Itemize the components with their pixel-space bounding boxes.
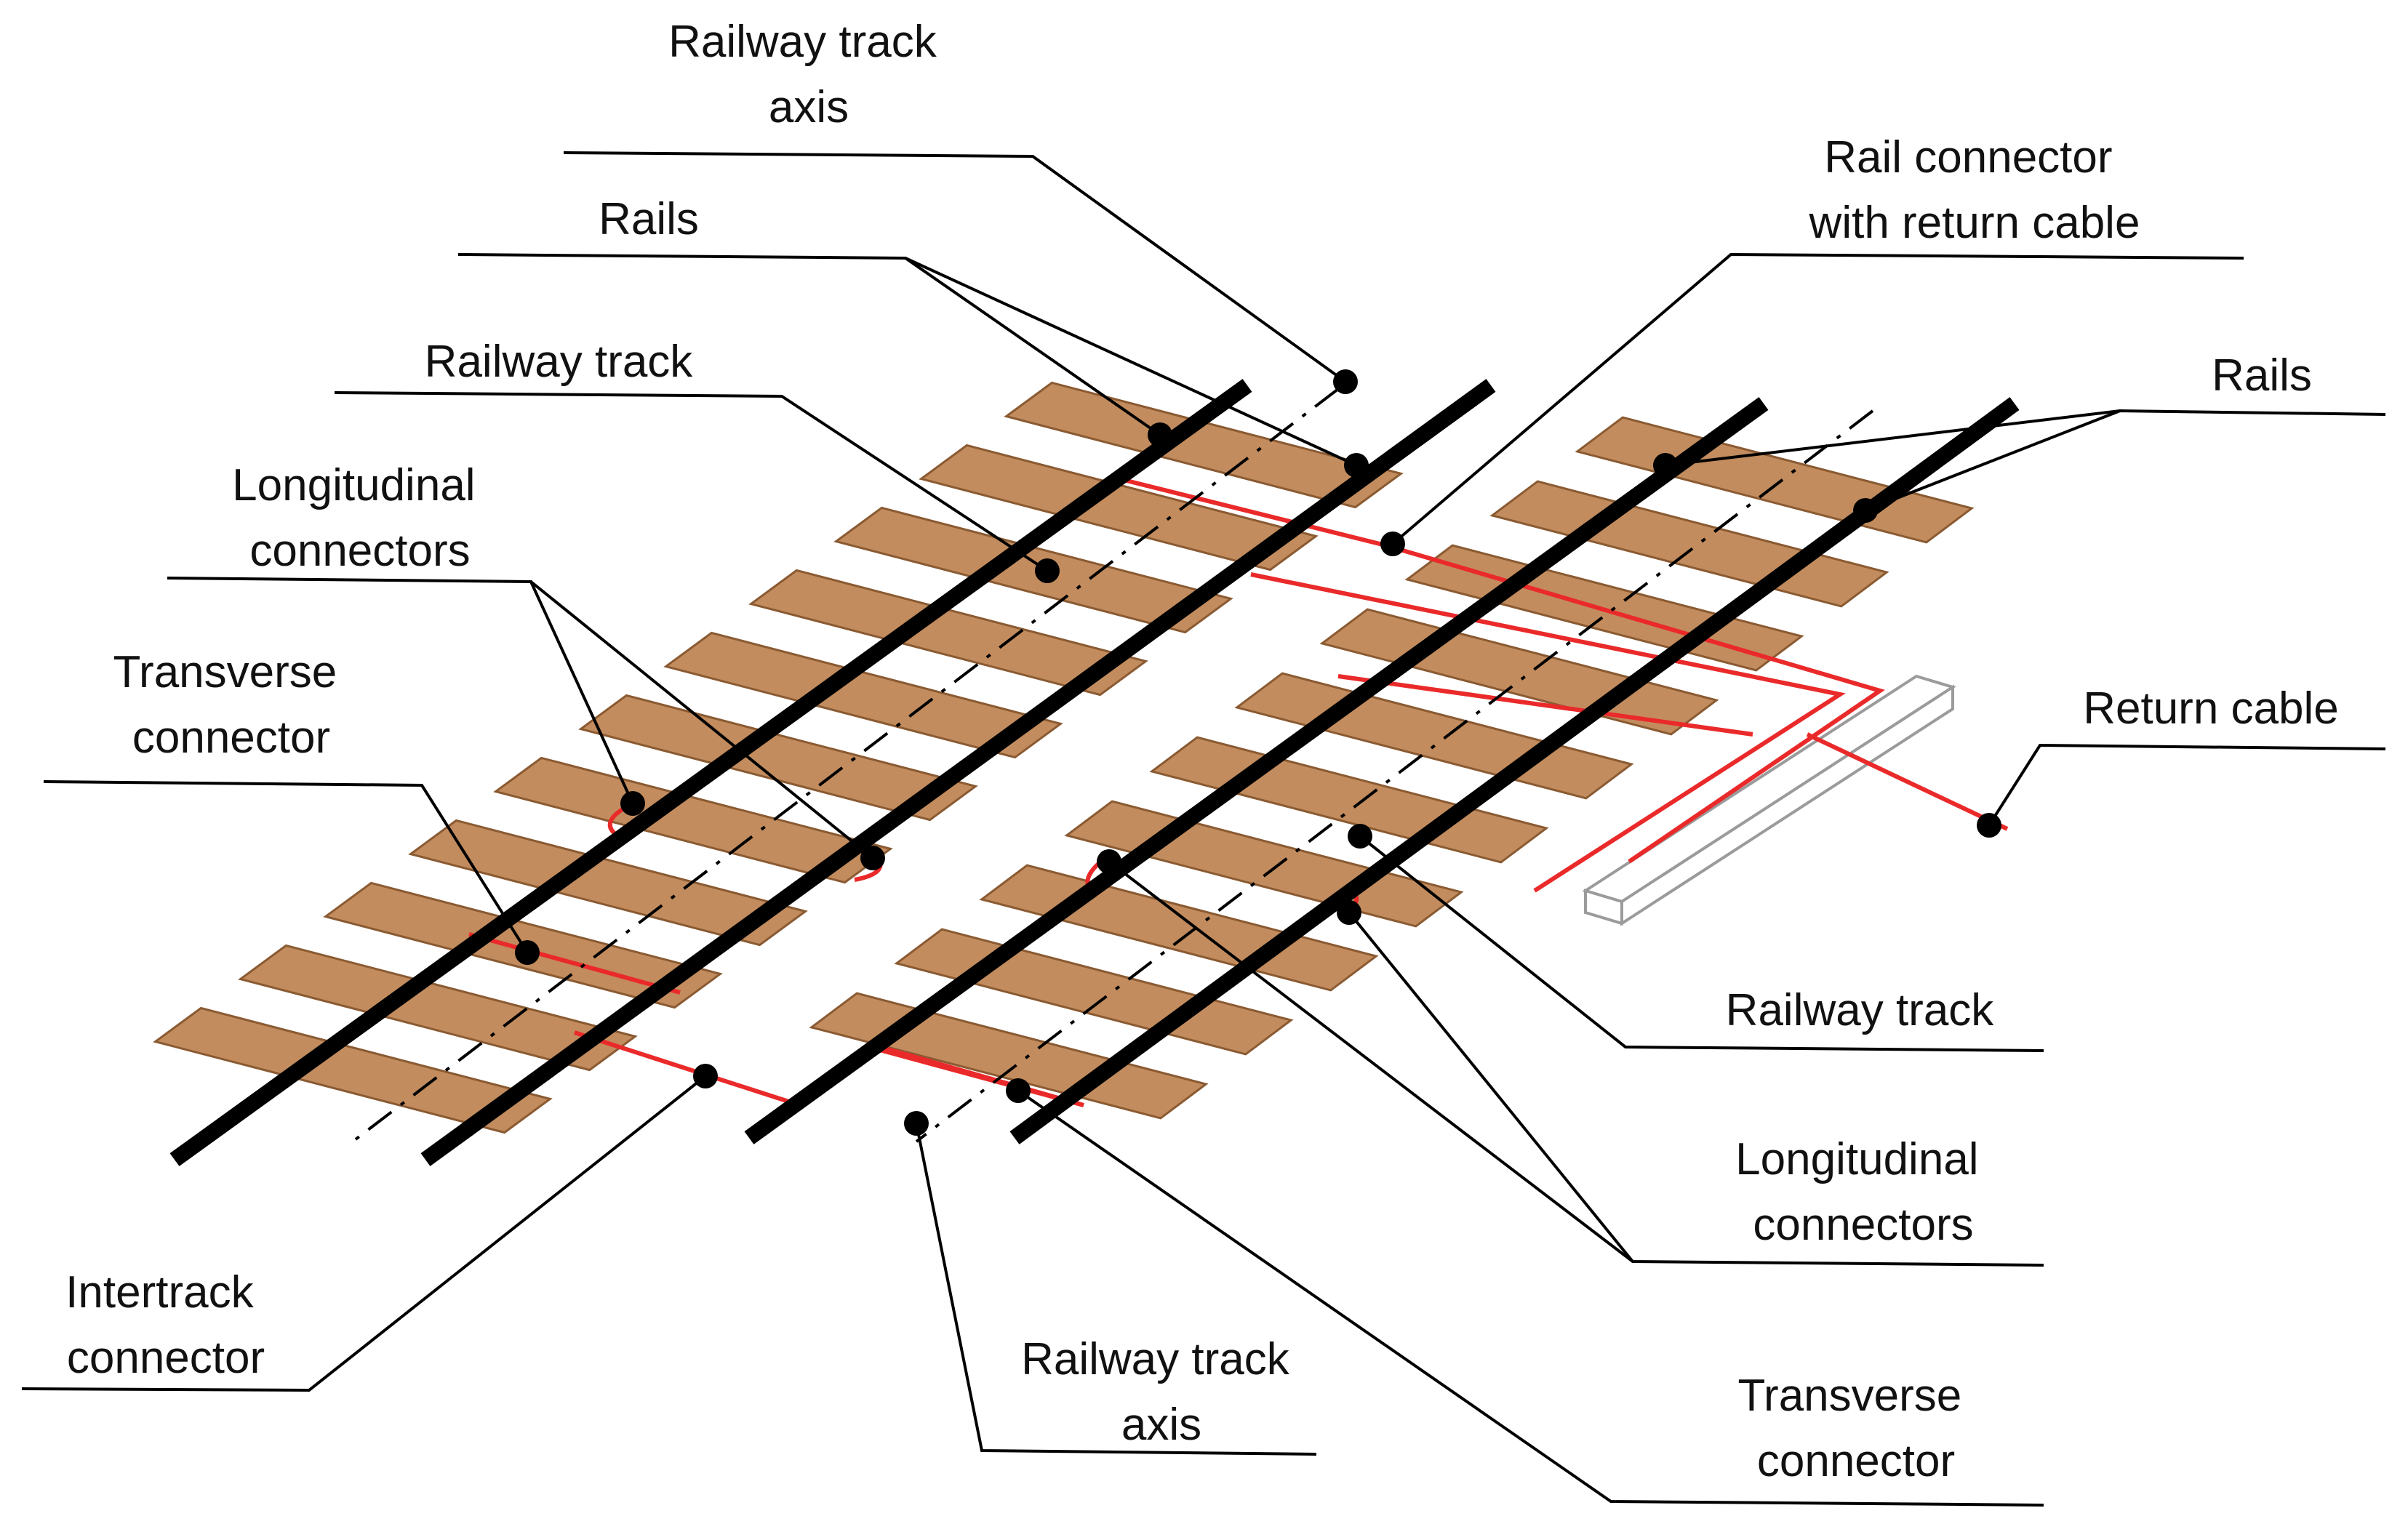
- dot-railway-track-right: [1348, 824, 1372, 849]
- left-track-sleeper: [748, 569, 1148, 697]
- left-track-sleepers: [153, 381, 1404, 1134]
- right-track-rail-1: [744, 397, 1769, 1144]
- dot-longitudinal-left-a: [620, 791, 645, 816]
- dot-axis-top: [1333, 369, 1358, 394]
- left-track-rail-1: [169, 379, 1252, 1166]
- leader-rails-top-b: [905, 257, 1357, 467]
- dot-rails-top-b: [1344, 453, 1369, 478]
- left-track-sleeper: [578, 694, 978, 822]
- leader-return-cable: [1988, 743, 2386, 827]
- leader-lines: [21, 151, 2386, 1507]
- left-track-sleeper: [1004, 381, 1404, 509]
- labels: Railway track axis Rails Railway track L…: [65, 17, 2339, 1486]
- leader-rail-connector: [1391, 252, 2244, 545]
- leader-railway-track-right: [1359, 835, 2044, 1052]
- left-track-sleeper: [408, 819, 808, 947]
- label-railway-track-right: Railway track: [1726, 985, 1995, 1035]
- connector-cables: [468, 478, 2009, 1108]
- return-cable-lead: [1806, 732, 2009, 831]
- dot-rails-top-a: [1148, 422, 1172, 447]
- left-track-axis: [351, 388, 1340, 1143]
- label-transverse-right: Transverse connector: [1737, 1371, 1974, 1486]
- transverse-connector-left-cable: [468, 932, 681, 995]
- dot-longitudinal-right-b: [1337, 900, 1361, 925]
- leader-transverse-right: [1017, 1089, 2044, 1507]
- label-longitudinal-right: Longitudinal connectors: [1735, 1134, 1991, 1250]
- leader-railway-track-top: [334, 391, 1049, 572]
- dot-intertrack: [693, 1064, 718, 1088]
- return-cable-lower: [1250, 572, 1846, 893]
- label-rails-top: Rails: [599, 194, 699, 244]
- left-track-sleeper: [663, 631, 1063, 759]
- leader-longitudinal-left-b: [529, 580, 874, 859]
- label-intertrack: Intertrack connector: [65, 1267, 266, 1383]
- label-rails-right: Rails: [2212, 350, 2312, 401]
- label-longitudinal-left: Longitudinal connectors: [232, 460, 488, 576]
- dot-longitudinal-left-b: [860, 846, 885, 870]
- cable-trough: [1582, 674, 1956, 926]
- leader-axis-bottom: [915, 1123, 1317, 1456]
- dot-rail-connector: [1380, 532, 1405, 556]
- left-track-sleeper: [919, 444, 1319, 572]
- leader-transverse-left: [43, 780, 529, 954]
- return-cable-upper: [1123, 478, 1885, 864]
- rails: [169, 379, 2020, 1166]
- label-axis-top: Railway track axis: [668, 17, 949, 132]
- label-transverse-left: Transverse connector: [113, 647, 349, 763]
- left-track-sleeper: [833, 506, 1233, 634]
- leader-rails-right-b: [1865, 409, 2121, 512]
- leader-axis-top: [563, 151, 1347, 383]
- label-rail-connector: Rail connector with return cable: [1809, 132, 2140, 248]
- left-track-sleeper: [238, 944, 638, 1072]
- dot-railway-track-top: [1035, 558, 1060, 583]
- dot-return-cable: [1977, 813, 2001, 838]
- dot-transverse-left: [515, 940, 540, 965]
- leader-dots: [515, 369, 2001, 1136]
- label-railway-track-top: Railway track: [425, 337, 694, 387]
- leader-intertrack: [21, 1075, 707, 1392]
- dot-longitudinal-right-a: [1097, 849, 1121, 874]
- leader-longitudinal-right-b: [1348, 911, 1634, 1263]
- right-track-rail-2: [1009, 397, 2020, 1144]
- left-track-rail-2: [420, 379, 1496, 1166]
- return-cable-parallel: [1337, 674, 1753, 737]
- left-track-sleeper: [153, 1006, 553, 1134]
- dot-transverse-right: [1006, 1078, 1031, 1103]
- transverse-connector-right-cable: [868, 1045, 1084, 1107]
- label-return-cable: Return cable: [2083, 683, 2339, 734]
- dot-rails-right-b: [1853, 498, 1878, 523]
- dot-axis-bottom: [904, 1111, 929, 1136]
- label-axis-bottom: Railway track axis: [1021, 1334, 1302, 1450]
- dot-rails-right-a: [1653, 453, 1678, 478]
- track-axes: [351, 388, 1874, 1143]
